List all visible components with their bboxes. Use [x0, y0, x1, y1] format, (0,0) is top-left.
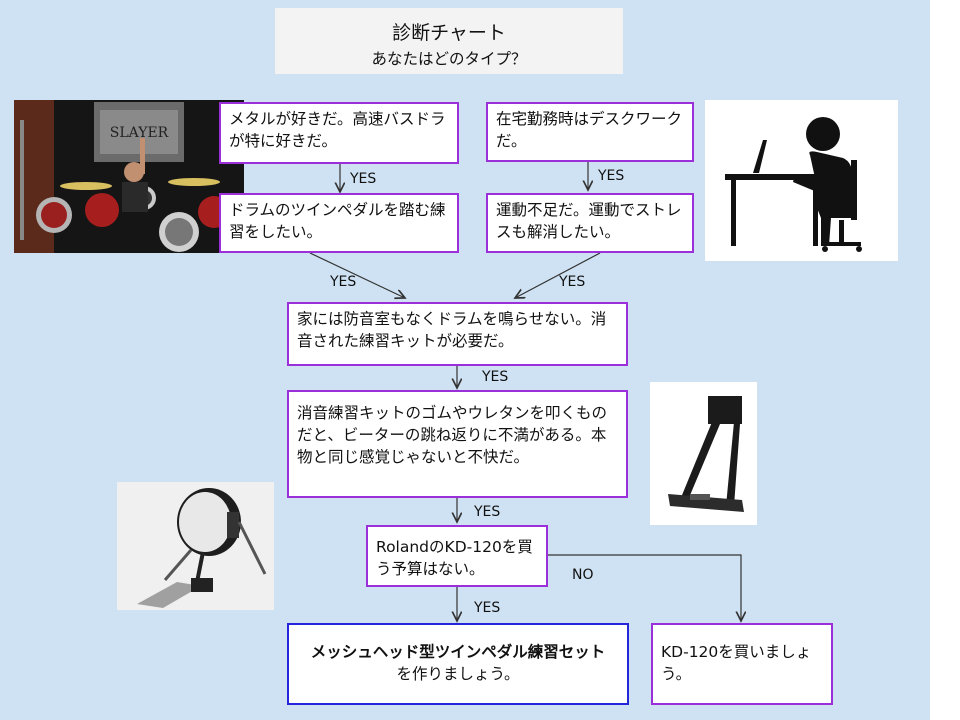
edge-label-yes-budget: YES	[474, 600, 501, 616]
desk-worker-icon	[705, 100, 898, 261]
pad-practice-photo	[650, 382, 757, 525]
svg-text:SLAYER: SLAYER	[110, 125, 169, 141]
chart-title: 診断チャート	[392, 22, 506, 44]
result-mesh-rest: を作りましょう。	[396, 665, 520, 683]
node-exercise: 運動不足だ。運動でストレスも解消したい。	[486, 193, 694, 253]
title-box: 診断チャート あなたはどのタイプ？	[275, 8, 623, 74]
edge-label-yes-left: YES	[330, 274, 357, 290]
node-metal: メタルが好きだ。高速バスドラが特に好きだ。	[219, 102, 459, 164]
edge-label-yes-soundproof: YES	[482, 369, 509, 385]
edge-label-yes-right: YES	[559, 274, 586, 290]
chart-subtitle: あなたはどのタイプ？	[371, 50, 527, 68]
node-budget: RolandのKD-120を買う予算はない。	[366, 525, 548, 587]
node-twin-pedal: ドラムのツインペダルを踏む練習をしたい。	[219, 193, 459, 253]
right-margin	[930, 0, 960, 720]
edge-label-no-budget: NO	[572, 567, 594, 583]
kd120-photo	[117, 482, 274, 610]
node-wfh: 在宅勤務時はデスクワークだ。	[486, 102, 694, 162]
result-mesh-bold: メッシュヘッド型ツインペダル練習セット	[310, 643, 606, 661]
result-mesh-pedal-set: メッシュヘッド型ツインペダル練習セット を作りましょう。	[287, 623, 629, 705]
edge-label-yes-wfh: YES	[598, 168, 625, 184]
edge-label-yes-metal: YES	[350, 171, 377, 187]
node-rubber-pad: 消音練習キットのゴムやウレタンを叩くものだと、ビーターの跳ね返りに不満がある。本…	[287, 390, 628, 498]
result-kd120: KD-120を買いましょう。	[651, 623, 833, 705]
edge-label-yes-rubber: YES	[474, 504, 501, 520]
node-soundproof: 家には防音室もなくドラムを鳴らせない。消音された練習キットが必要だ。	[287, 302, 628, 366]
drummer-photo: SLAYER	[14, 100, 244, 253]
